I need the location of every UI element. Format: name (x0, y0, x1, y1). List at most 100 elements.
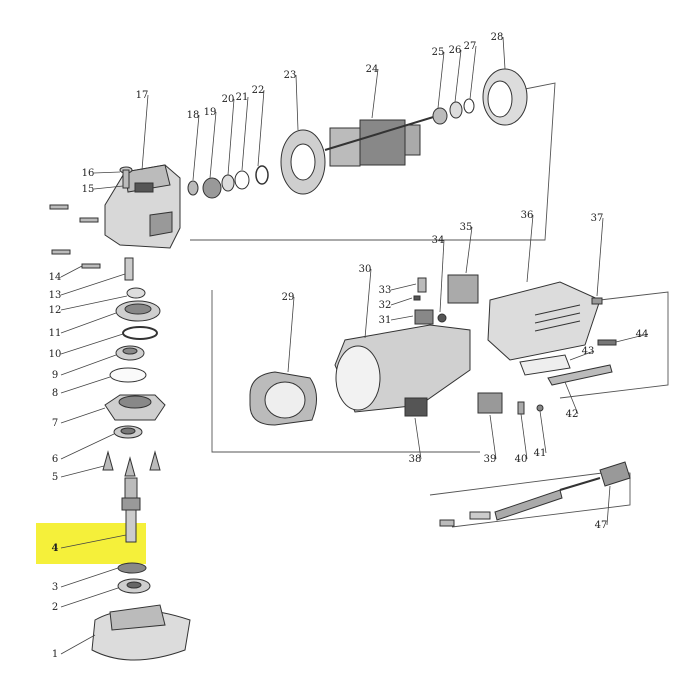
bearing-6-part (113, 425, 143, 439)
leader-line-31 (390, 315, 414, 321)
part-label-9: 9 (52, 370, 58, 381)
leader-line-34 (439, 239, 445, 313)
brush-holder-31-part (414, 309, 434, 325)
bearing-flange-7-part (104, 394, 166, 421)
bearing-2-part (117, 578, 151, 594)
leader-line-42 (564, 381, 579, 415)
leader-line-47 (606, 485, 611, 526)
part-label-8: 8 (52, 388, 58, 399)
ring-21-part (234, 170, 250, 190)
snap-ring-22-part (255, 165, 269, 185)
part-label-30: 30 (359, 264, 372, 275)
ring-20-part (221, 174, 235, 192)
leader-line-9 (60, 354, 117, 376)
leader-line-11 (60, 312, 117, 334)
part-label-34: 34 (432, 235, 445, 246)
o-ring-8-part (109, 367, 147, 383)
leader-line-4 (60, 534, 127, 549)
leader-line-44 (615, 333, 649, 343)
part-label-47: 47 (595, 520, 608, 531)
part-label-39: 39 (484, 454, 497, 465)
carbon-brush-33-part (417, 277, 427, 293)
part-label-20: 20 (222, 94, 235, 105)
part-label-41: 41 (534, 448, 547, 459)
leader-line-26 (454, 49, 462, 103)
part-label-27: 27 (464, 41, 477, 52)
pin-13-part (124, 257, 134, 281)
leader-line-15 (93, 185, 124, 190)
leader-line-28 (502, 36, 506, 70)
screw-37-part (591, 297, 603, 305)
leader-line-38 (414, 417, 422, 460)
leader-lines (60, 36, 649, 655)
part-label-13: 13 (49, 290, 62, 301)
screw-32-part (413, 295, 421, 301)
ring-26-part (449, 101, 463, 119)
part-label-21: 21 (236, 92, 249, 103)
part-label-6: 6 (52, 454, 58, 465)
part-label-4: 4 (52, 543, 59, 554)
leader-line-3 (60, 567, 119, 588)
leader-line-18 (192, 114, 200, 181)
housing-screws (49, 204, 101, 269)
spindle-4-part (121, 477, 141, 543)
part-label-10: 10 (49, 349, 62, 360)
part-label-3: 3 (52, 582, 58, 593)
part-label-19: 19 (204, 107, 217, 118)
leader-line-6 (60, 433, 115, 460)
baffle-23-part (280, 129, 326, 195)
snap-ring-10-part (122, 326, 158, 340)
leader-line-12 (60, 295, 128, 311)
part-label-29: 29 (282, 292, 295, 303)
part-label-25: 25 (432, 47, 445, 58)
part-label-38: 38 (409, 454, 422, 465)
part-label-33: 33 (379, 285, 392, 296)
brush-38-part (404, 397, 428, 417)
bearing-9-part (115, 345, 145, 361)
leader-line-17 (141, 94, 149, 171)
part-label-24: 24 (366, 64, 379, 75)
leader-line-19 (209, 111, 217, 179)
capacitor-39-part (477, 392, 503, 414)
leader-line-1 (60, 634, 96, 655)
part-label-28: 28 (491, 32, 504, 43)
leader-line-21 (241, 96, 249, 171)
part-label-15: 15 (82, 184, 95, 195)
part-label-2: 2 (52, 602, 58, 613)
middle-assembly-frame (211, 290, 480, 453)
end-cap-28-part (482, 68, 528, 126)
gear-housing-part (104, 164, 181, 249)
brush-spring-34-part (437, 313, 447, 323)
leader-line-33 (390, 283, 417, 291)
part-label-43: 43 (582, 346, 595, 357)
armature-24-part (324, 114, 441, 167)
screw-41-part (536, 404, 544, 412)
switch-lever-42-part (547, 364, 613, 386)
spring-44-part (597, 339, 617, 346)
part-label-12: 12 (49, 305, 62, 316)
part-label-26: 26 (449, 45, 462, 56)
part-label-23: 23 (284, 70, 297, 81)
upper-assembly-frame (190, 82, 556, 241)
leader-line-41 (539, 410, 547, 454)
leader-line-37 (596, 217, 604, 297)
part-label-17: 17 (136, 90, 149, 101)
leader-line-10 (60, 333, 124, 355)
part-label-40: 40 (515, 454, 528, 465)
terminal-40-part (517, 401, 525, 415)
leader-line-8 (60, 376, 111, 394)
wheel-guard-1-part (91, 604, 191, 661)
leader-line-39 (489, 414, 497, 460)
ring-27-part (463, 98, 475, 114)
part-label-7: 7 (52, 418, 58, 429)
bearing-12-part (126, 287, 146, 299)
rear-handle-36-part (487, 281, 601, 361)
cable-assembly-frame (429, 471, 631, 528)
leader-line-25 (437, 51, 445, 109)
leader-line-20 (227, 98, 235, 176)
bearing-3-part (117, 562, 147, 574)
leader-line-40 (520, 413, 528, 460)
part-label-11: 11 (49, 328, 62, 339)
